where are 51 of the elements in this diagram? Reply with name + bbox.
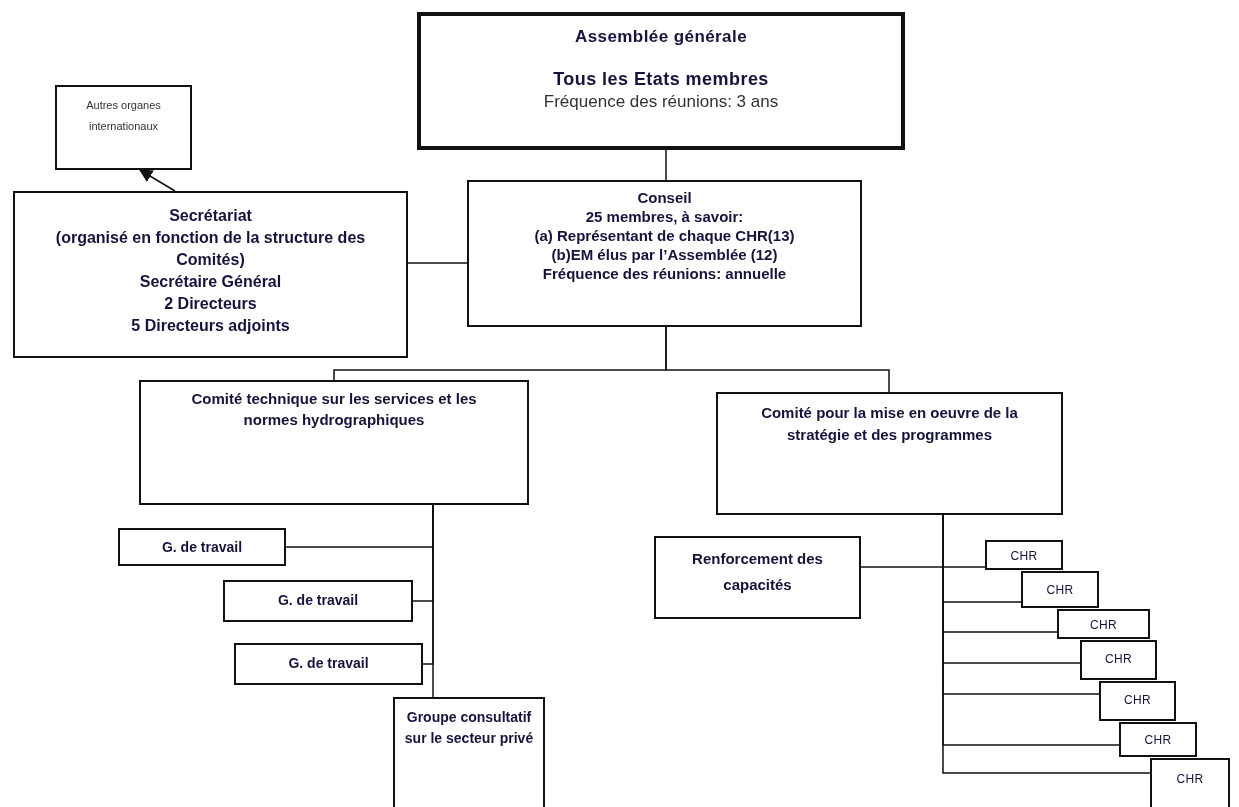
node-text: Comité technique sur les services et les normes hydrographiques xyxy=(190,389,478,430)
org-box xyxy=(1099,681,1176,721)
org-box xyxy=(234,643,423,685)
node-text: Autres organes internationaux xyxy=(85,98,162,134)
org-box xyxy=(1057,609,1150,639)
node-text: Renforcement des capacités xyxy=(691,549,824,595)
node-text: (organisé en fonction de la structure des Comités) xyxy=(54,228,367,270)
connector-line xyxy=(665,326,890,393)
connector-line xyxy=(665,149,667,181)
org-box xyxy=(1080,640,1157,680)
node-text: 25 membres, à savoir: xyxy=(585,207,744,226)
org-box xyxy=(467,180,862,327)
org-box xyxy=(223,580,413,622)
node-text: Fréquence des réunions: annuelle xyxy=(542,264,787,283)
node-text: G. de travail xyxy=(161,538,243,556)
node-text: (b)EM élus par l’Assemblée (12) xyxy=(551,245,778,264)
node-text: Fréquence des réunions: 3 ans xyxy=(543,91,779,113)
arrow xyxy=(138,169,176,192)
node-text: CHR xyxy=(1176,771,1204,788)
connector-line xyxy=(407,262,468,264)
org-box xyxy=(118,528,286,566)
node-text: CHR xyxy=(1090,617,1117,634)
connector-line xyxy=(432,504,434,698)
org-box xyxy=(1021,571,1099,608)
org-box xyxy=(393,697,545,807)
org-box xyxy=(139,380,529,505)
node-text: CHR xyxy=(1010,548,1038,565)
node-text: G. de travail xyxy=(288,654,369,672)
org-box xyxy=(716,392,1063,515)
node-text: Secrétaire Général xyxy=(139,272,282,292)
node-text: Secrétariat xyxy=(169,206,252,226)
org-box xyxy=(654,536,861,619)
node-text: 2 Directeurs xyxy=(164,294,257,314)
node-text: Conseil xyxy=(637,188,692,207)
node-text: CHR xyxy=(1144,732,1172,749)
node-text: CHR xyxy=(1046,582,1074,599)
node-text: Tous les Etats membres xyxy=(553,68,769,90)
node-text: CHR xyxy=(1124,692,1151,709)
org-box xyxy=(1119,722,1197,757)
org-box xyxy=(985,540,1063,570)
node-text: G. de travail xyxy=(277,591,359,609)
node-text: Comité pour la mise en oeuvre de la stratégie et des programmes xyxy=(760,403,1019,445)
org-box xyxy=(55,85,192,170)
node-text: Assemblée générale xyxy=(574,26,748,48)
node-text: 5 Directeurs adjoints xyxy=(131,316,290,336)
org-box xyxy=(417,12,905,150)
node-text: CHR xyxy=(1105,651,1132,668)
node-text: Groupe consultatif sur le secteur privé xyxy=(403,708,535,748)
node-text: (a) Représentant de chaque CHR(13) xyxy=(534,226,795,245)
org-box xyxy=(1150,758,1230,807)
org-box xyxy=(13,191,408,358)
